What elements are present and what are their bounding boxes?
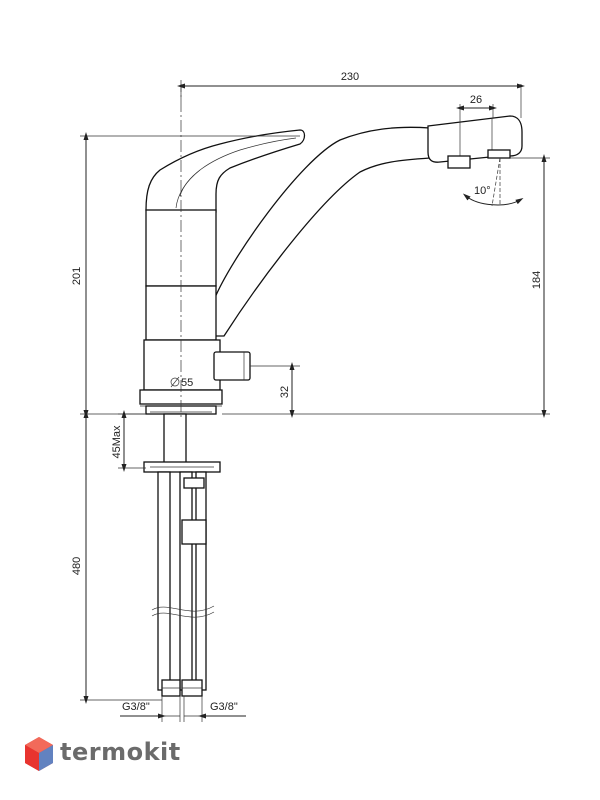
hose-left <box>157 471 171 691</box>
label-thread-left: G3/8" <box>122 701 150 713</box>
hose-fitting-mid <box>181 519 207 545</box>
mounting-stud <box>163 413 187 465</box>
hoses <box>151 471 215 697</box>
dim-angle: 10° <box>462 157 524 207</box>
right-outlet <box>487 149 511 159</box>
hose-center <box>179 471 193 691</box>
hose-right <box>195 471 207 691</box>
dim-width-total: 230 <box>177 71 525 118</box>
dim-threads: G3/8" G3/8" <box>120 696 246 722</box>
dim-mount-max: 45Max <box>111 410 146 472</box>
label-spout-tip: 26 <box>470 94 482 106</box>
label-base-height: 32 <box>279 386 291 398</box>
hose-fitting-top <box>183 477 205 489</box>
label-width-total: 230 <box>341 71 359 83</box>
filter-connection <box>213 351 251 381</box>
label-mount-max: 45Max <box>111 425 123 459</box>
left-outlet <box>447 155 471 169</box>
dim-spout-tip: 26 <box>456 94 497 122</box>
label-diameter: 55 <box>181 377 193 389</box>
dim-base-height: 32 <box>250 362 300 418</box>
label-spout-height: 184 <box>531 271 543 289</box>
brand-name: termokit <box>60 738 181 766</box>
label-hose-length: 480 <box>71 557 83 575</box>
faucet-outline <box>139 115 523 697</box>
dim-height-total: 201 <box>71 132 300 418</box>
hexagon-logo-icon <box>25 737 53 771</box>
dim-diameter: 55 <box>170 376 193 389</box>
dim-spout-height: 184 <box>222 154 550 418</box>
label-height-total: 201 <box>71 267 83 285</box>
lever-handle <box>145 129 306 213</box>
label-angle: 10° <box>474 185 491 197</box>
label-thread-right: G3/8" <box>210 701 238 713</box>
dim-hose-length: 480 <box>71 410 162 704</box>
